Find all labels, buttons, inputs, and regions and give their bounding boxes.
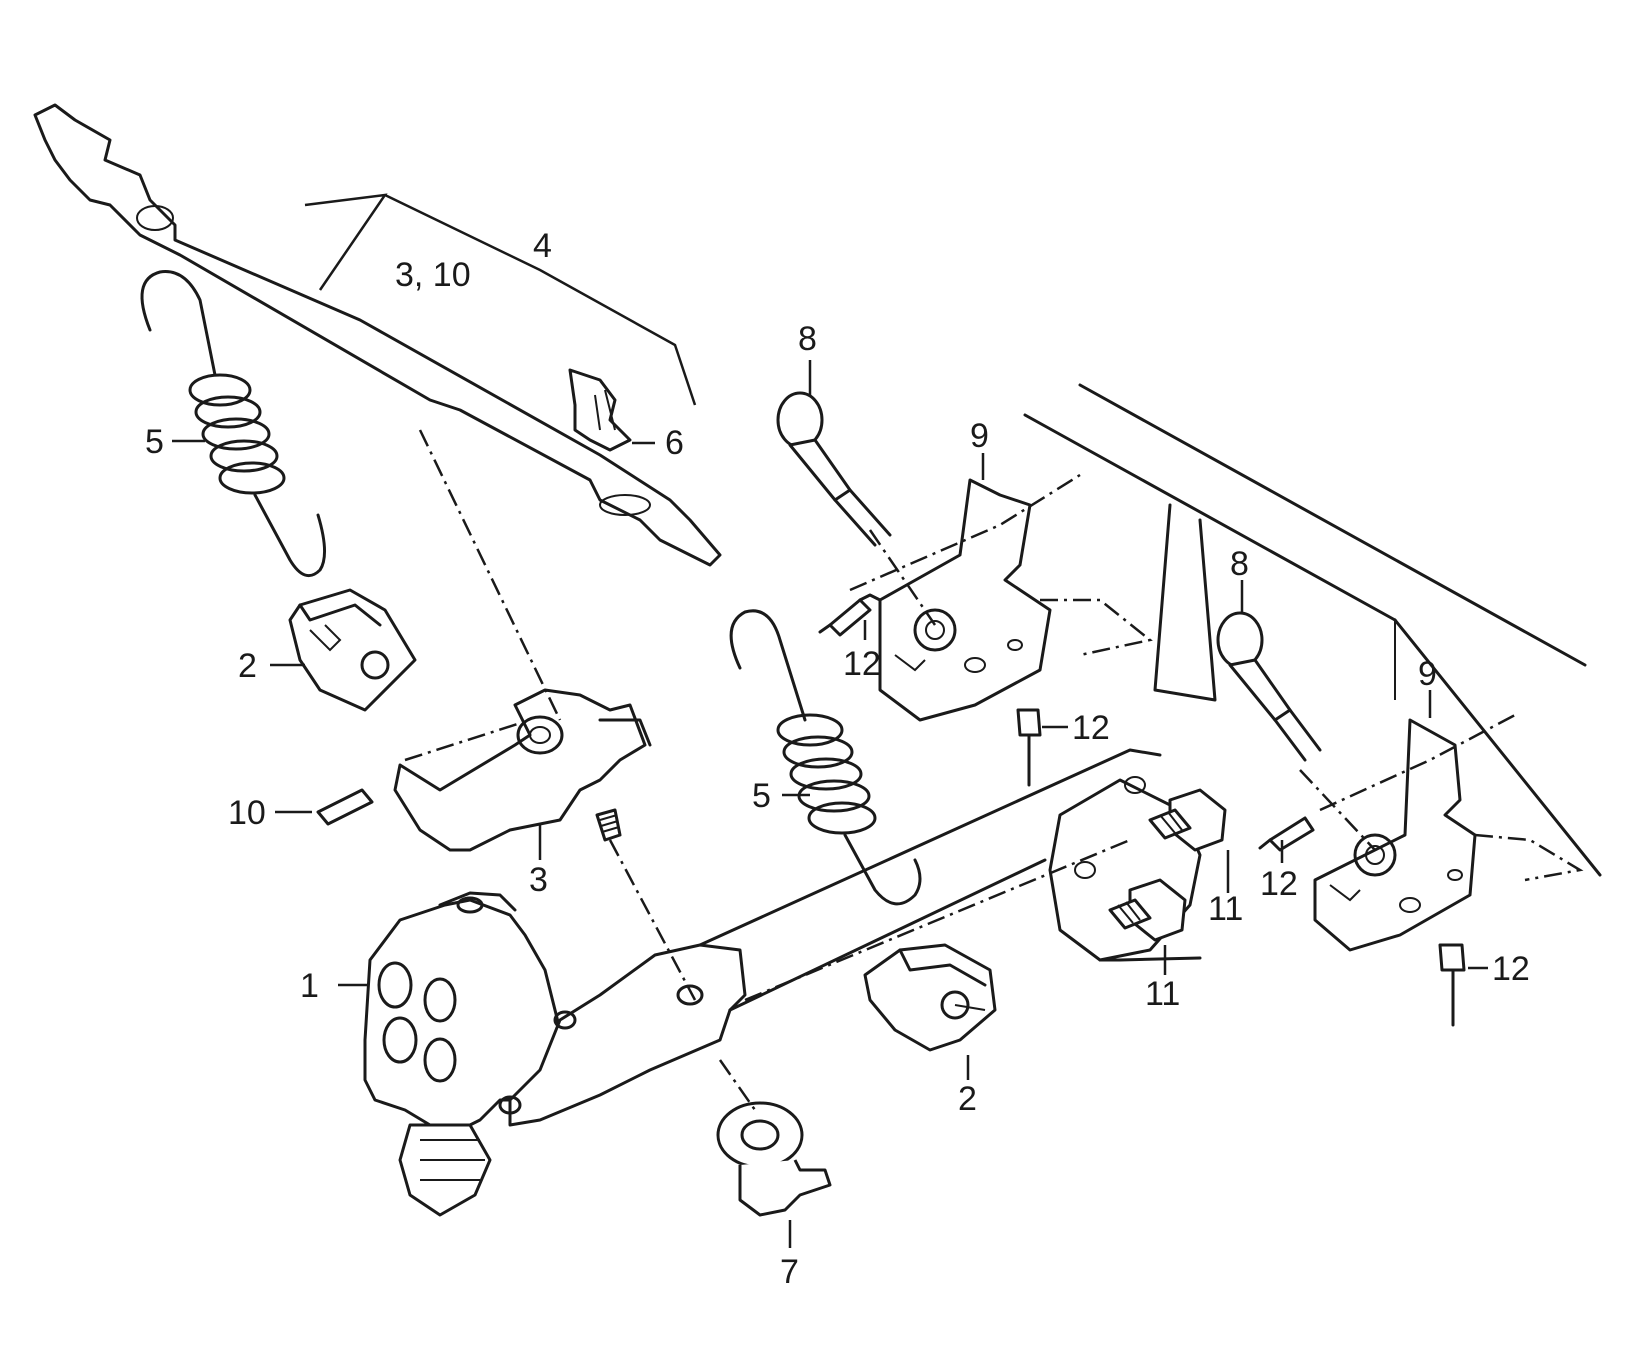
callout-8-left: 8	[798, 320, 817, 358]
mount-bracket-left	[878, 478, 1052, 722]
callout-3: 3	[529, 861, 548, 899]
callout-12-right-side: 12	[1260, 865, 1298, 903]
lever-bracket	[33, 103, 722, 567]
callouts: 3, 10 4 5 6 8 9 2 12 12 8 9 10 5 3 12 11…	[145, 227, 1530, 1291]
grommet	[716, 1101, 832, 1217]
shift-lever	[393, 688, 652, 852]
mount-bracket-right	[1313, 718, 1477, 952]
knob-right	[1216, 611, 1322, 762]
callout-4: 4	[533, 227, 552, 265]
leader-lines	[172, 193, 1488, 1248]
spring-left	[140, 270, 326, 578]
callout-9-left: 9	[970, 417, 989, 455]
callout-12-left-bottom: 12	[1072, 709, 1110, 747]
body-panel	[1023, 383, 1602, 877]
callout-9-right: 9	[1418, 655, 1437, 693]
rubber-mount-left	[288, 588, 417, 712]
callout-12-right-bottom: 12	[1492, 950, 1530, 988]
callout-1: 1	[300, 967, 319, 1005]
callout-5-left: 5	[145, 423, 164, 461]
assembly-lines	[404, 429, 1584, 1111]
rivet-left-bottom	[1016, 708, 1042, 787]
callout-12-left-side: 12	[843, 645, 881, 683]
pin	[316, 788, 374, 826]
rivet-right-side	[1258, 816, 1315, 852]
callout-11-lower: 11	[1145, 975, 1180, 1013]
rivet-left-side	[818, 593, 882, 637]
callout-3-10: 3, 10	[395, 256, 471, 294]
bolt-upper	[1148, 788, 1227, 852]
callout-8-right: 8	[1230, 545, 1249, 583]
callout-2-left: 2	[238, 647, 257, 685]
bolt-lower	[1108, 878, 1187, 942]
rubber-mount-right	[863, 943, 997, 1052]
rivet-right-bottom	[1438, 943, 1466, 1027]
callout-2-right: 2	[958, 1080, 977, 1118]
callout-10: 10	[228, 794, 266, 832]
gearshift-housing	[363, 891, 747, 1217]
callout-6: 6	[665, 424, 684, 462]
callout-11-upper: 11	[1208, 890, 1243, 928]
knob-left	[776, 391, 892, 547]
clip	[568, 368, 632, 452]
callout-5-right: 5	[752, 777, 771, 815]
callout-7: 7	[780, 1253, 799, 1291]
